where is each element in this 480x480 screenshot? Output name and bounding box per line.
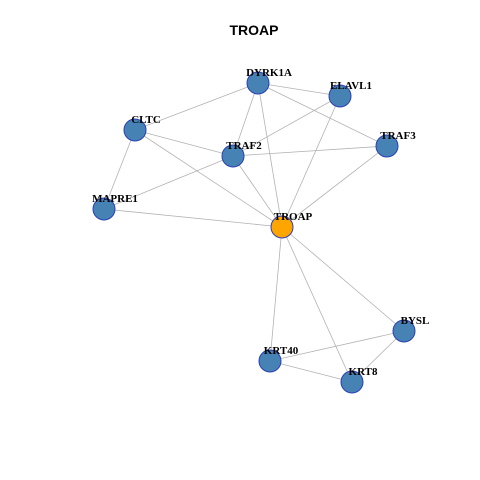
edge-bysl-krt8 (351, 330, 405, 383)
edge-cltc-mapre1 (103, 129, 136, 210)
node-traf3: TRAF3 (375, 130, 416, 158)
node-circle-krt8 (340, 370, 364, 394)
edge-elavl1-traf2 (232, 95, 341, 157)
edge-troap-krt40 (269, 226, 283, 362)
edge-mapre1-troap (103, 208, 283, 228)
graph-title: TROAP (230, 22, 279, 38)
edge-layer (103, 82, 405, 383)
node-circle-krt40 (258, 349, 282, 373)
edge-troap-bysl (281, 226, 405, 332)
node-label-dyrk1a: DYRK1A (246, 67, 292, 79)
edge-dyrk1a-troap (257, 82, 283, 228)
node-circle-bysl (392, 319, 416, 343)
node-circle-troap (270, 215, 294, 239)
edge-traf2-traf3 (232, 145, 388, 157)
node-cltc: CLTC (123, 114, 161, 142)
node-dyrk1a: DYRK1A (246, 67, 292, 95)
node-label-bysl: BYSL (401, 315, 430, 327)
node-circle-elavl1 (328, 84, 352, 108)
node-elavl1: ELAVL1 (328, 80, 372, 108)
node-krt8: KRT8 (340, 366, 378, 394)
node-label-krt40: KRT40 (264, 345, 299, 357)
edge-traf3-troap (281, 145, 388, 228)
edge-cltc-traf2 (134, 129, 234, 157)
node-label-traf3: TRAF3 (380, 130, 416, 142)
edge-troap-krt8 (281, 226, 353, 383)
node-bysl: BYSL (392, 315, 430, 343)
node-label-traf2: TRAF2 (226, 140, 262, 152)
edge-bysl-krt40 (269, 330, 405, 362)
edge-cltc-troap (134, 129, 283, 228)
edge-krt40-krt8 (269, 360, 353, 383)
node-label-cltc: CLTC (131, 114, 161, 126)
edge-dyrk1a-traf3 (257, 82, 388, 147)
edge-traf2-mapre1 (103, 155, 234, 210)
node-troap: TROAP (270, 211, 313, 239)
node-krt40: KRT40 (258, 345, 299, 373)
edge-traf2-troap (232, 155, 283, 228)
node-circle-dyrk1a (246, 71, 270, 95)
edge-dyrk1a-traf2 (232, 82, 259, 157)
node-circle-cltc (123, 118, 147, 142)
node-label-troap: TROAP (274, 211, 313, 223)
node-circle-traf2 (221, 144, 245, 168)
node-label-mapre1: MAPRE1 (92, 193, 138, 205)
edge-elavl1-troap (281, 95, 341, 228)
node-label-elavl1: ELAVL1 (330, 80, 372, 92)
edge-dyrk1a-elavl1 (257, 82, 341, 97)
node-traf2: TRAF2 (221, 140, 262, 168)
node-mapre1: MAPRE1 (92, 193, 138, 221)
edge-dyrk1a-cltc (134, 82, 259, 131)
node-circle-mapre1 (92, 197, 116, 221)
node-label-krt8: KRT8 (349, 366, 378, 378)
node-circle-traf3 (375, 134, 399, 158)
